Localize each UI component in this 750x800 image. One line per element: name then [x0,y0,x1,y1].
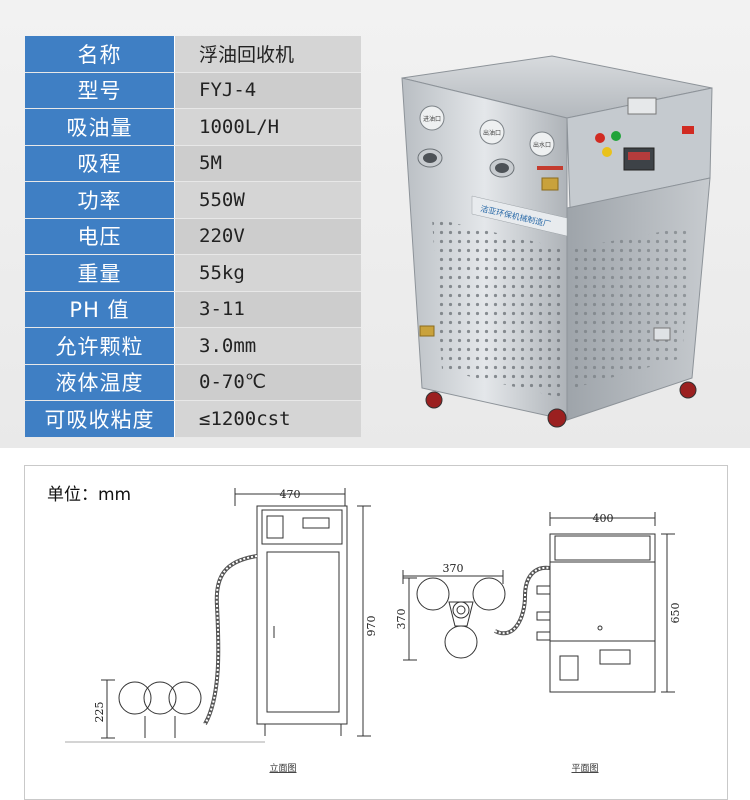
plan-float-height-label: 370 [395,609,408,630]
spec-row: 可吸收粘度≤1200cst [25,401,361,438]
spec-value: 浮油回收机 [175,36,361,72]
gauge-label: 出水口 [533,141,551,149]
spec-value: FYJ-4 [175,72,361,108]
spec-value: 3-11 [175,291,361,327]
spec-label: 功率 [25,182,175,218]
spec-label: 型号 [25,72,175,108]
spec-value: 5M [175,145,361,181]
spec-value: ≤1200cst [175,401,361,437]
dimension-diagram: 单位：mm [24,465,728,800]
diagram-drawing: 470 970 225 370 370 400 650 立面图 平面图 [65,488,682,774]
elevation-caption: 立面图 [269,762,296,774]
spec-value: 550W [175,182,361,218]
spec-value: 1000L/H [175,109,361,145]
elevation-height-label: 970 [365,616,378,637]
gauge-label: 进油口 [423,115,441,123]
spec-label: PH 值 [25,291,175,327]
spec-label: 电压 [25,218,175,254]
spec-label: 吸程 [25,145,175,181]
spec-value: 3.0mm [175,328,361,364]
machine-photo: 进油口 出油口 出水口 洁亚环保机械制造厂 [401,55,713,428]
gauge-label: 出油口 [483,129,501,137]
spec-label: 液体温度 [25,364,175,400]
spec-value: 55kg [175,255,361,291]
spec-label: 名称 [25,36,175,72]
spec-label: 可吸收粘度 [25,401,175,437]
spec-label: 允许颗粒 [25,328,175,364]
plan-float-width-label: 370 [443,562,464,575]
elevation-width-label: 470 [280,488,301,501]
plan-width-label: 400 [593,512,614,525]
spec-value: 220V [175,218,361,254]
spec-label: 重量 [25,255,175,291]
spec-value: 0-70℃ [175,364,361,400]
float-height-label: 225 [93,702,106,723]
unit-label: 单位：mm [47,485,132,505]
spec-label: 吸油量 [25,109,175,145]
plan-depth-label: 650 [669,603,682,624]
spec-row: 名称浮油回收机 [25,36,361,73]
plan-caption: 平面图 [571,763,598,774]
